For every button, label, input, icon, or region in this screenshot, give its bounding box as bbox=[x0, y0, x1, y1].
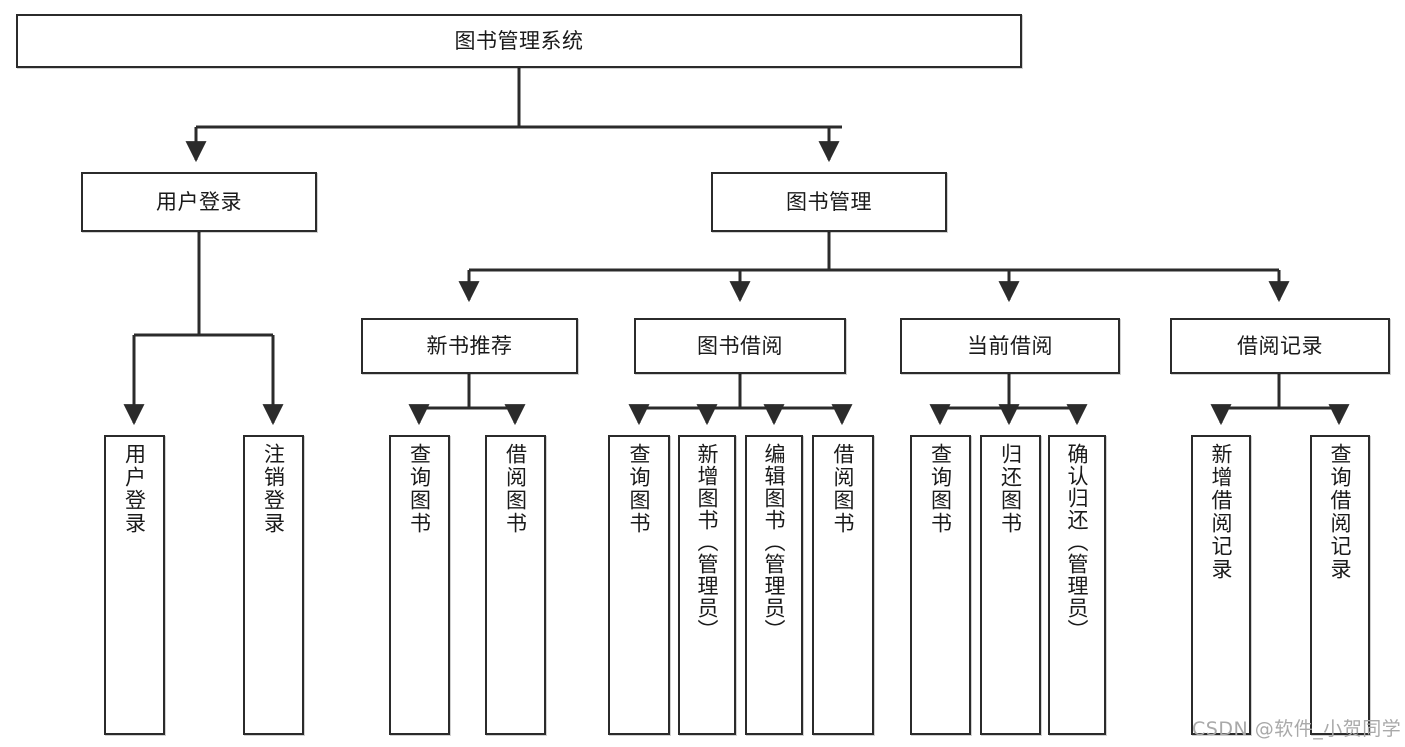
leaf-current-confirm-return-admin[interactable]: 确认归还（管理员） bbox=[1048, 435, 1106, 735]
node-new-book-recommend[interactable]: 新书推荐 bbox=[361, 318, 578, 374]
node-label: 查询图书 bbox=[928, 443, 953, 535]
leaf-current-return-book[interactable]: 归还图书 bbox=[980, 435, 1041, 735]
node-label: 用户登录 bbox=[122, 443, 147, 535]
node-label: 编辑图书（管理员） bbox=[762, 443, 787, 641]
leaf-logout[interactable]: 注销登录 bbox=[243, 435, 304, 735]
node-book-borrow[interactable]: 图书借阅 bbox=[634, 318, 846, 374]
node-current-borrow[interactable]: 当前借阅 bbox=[900, 318, 1120, 374]
node-label: 查询借阅记录 bbox=[1328, 443, 1353, 581]
node-label: 查询图书 bbox=[407, 443, 432, 535]
node-label: 注销登录 bbox=[261, 443, 286, 535]
node-label: 当前借阅 bbox=[967, 333, 1053, 358]
node-label: 新书推荐 bbox=[426, 333, 513, 358]
leaf-borrow-add-book-admin[interactable]: 新增图书（管理员） bbox=[678, 435, 736, 735]
node-user-login[interactable]: 用户登录 bbox=[81, 172, 317, 232]
node-label: 新增图书（管理员） bbox=[695, 443, 720, 641]
leaf-borrow-query-book[interactable]: 查询图书 bbox=[608, 435, 670, 735]
leaf-recommend-borrow-book[interactable]: 借阅图书 bbox=[485, 435, 546, 735]
leaf-recommend-query-book[interactable]: 查询图书 bbox=[389, 435, 450, 735]
csdn-watermark: CSDN @软件_小贺同学 bbox=[1192, 718, 1402, 740]
leaf-user-login[interactable]: 用户登录 bbox=[104, 435, 165, 735]
node-label: 图书借阅 bbox=[697, 333, 783, 358]
node-label: 借阅图书 bbox=[503, 443, 528, 535]
node-book-management[interactable]: 图书管理 bbox=[711, 172, 947, 232]
leaf-borrow-edit-book-admin[interactable]: 编辑图书（管理员） bbox=[745, 435, 803, 735]
leaf-current-query-book[interactable]: 查询图书 bbox=[910, 435, 971, 735]
leaf-record-query-borrow-record[interactable]: 查询借阅记录 bbox=[1310, 435, 1370, 735]
node-label: 借阅图书 bbox=[831, 443, 856, 535]
node-root-book-management-system[interactable]: 图书管理系统 bbox=[16, 14, 1022, 68]
node-label: 查询图书 bbox=[627, 443, 652, 535]
node-label: 新增借阅记录 bbox=[1209, 443, 1234, 581]
node-label: 借阅记录 bbox=[1237, 333, 1323, 358]
node-label: 图书管理系统 bbox=[454, 28, 584, 53]
node-label: 归还图书 bbox=[998, 443, 1023, 535]
node-label: 确认归还（管理员） bbox=[1065, 443, 1090, 641]
node-label: 用户登录 bbox=[156, 189, 242, 214]
leaf-record-add-borrow-record[interactable]: 新增借阅记录 bbox=[1191, 435, 1251, 735]
node-label: 图书管理 bbox=[786, 189, 872, 214]
leaf-borrow-borrow-book[interactable]: 借阅图书 bbox=[812, 435, 874, 735]
node-borrow-record[interactable]: 借阅记录 bbox=[1170, 318, 1390, 374]
